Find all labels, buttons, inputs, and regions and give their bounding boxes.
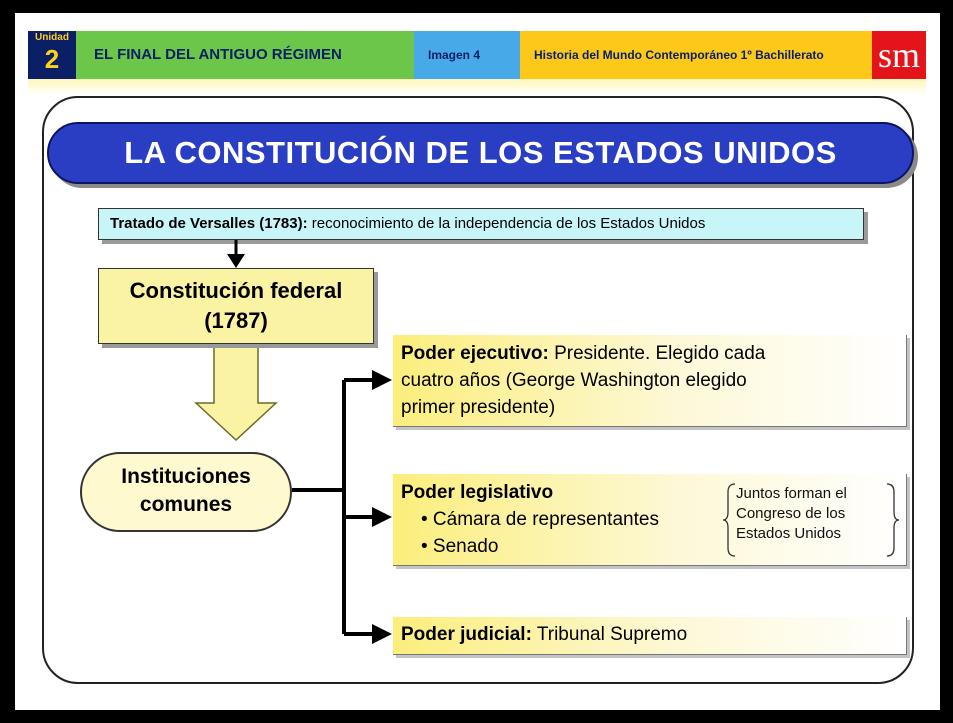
treaty-text: reconocimiento de la independencia de lo…: [307, 215, 706, 232]
constitution-box: Constitución federal (1787): [98, 268, 374, 344]
executive-line1: Presidente. Elegido cada: [548, 343, 766, 364]
institutions-line2: comunes: [139, 493, 233, 516]
treaty-label: Tratado de Versalles (1783):: [110, 215, 308, 232]
brace-icon: [722, 483, 900, 557]
executive-label: Poder ejecutivo:: [401, 343, 549, 364]
congress-note-line1: Juntos forman el: [736, 485, 847, 502]
judicial-power-box: Poder judicial: Tribunal Supremo: [393, 617, 907, 655]
image-label: Imagen 4: [414, 31, 520, 79]
legislative-arrow-head: [372, 507, 392, 527]
legislative-label: Poder legislativo: [401, 482, 554, 503]
constitution-line2: (1787): [204, 308, 268, 333]
executive-line3: primer presidente): [401, 397, 556, 418]
treaty-box: Tratado de Versalles (1783): reconocimie…: [98, 208, 864, 240]
course-label: Historia del Mundo Contemporáneo 1º Bach…: [520, 31, 872, 79]
legislative-item-senate: • Senado: [421, 536, 499, 557]
slide-header: Unidad 2 EL FINAL DEL ANTIGUO RÉGIMEN Im…: [28, 31, 926, 79]
unit-title: EL FINAL DEL ANTIGUO RÉGIMEN: [76, 31, 414, 79]
legislative-item-house: • Cámara de representantes: [421, 509, 659, 530]
block-arrow: [194, 343, 278, 442]
judicial-arrow-head: [372, 624, 392, 644]
judicial-text: Tribunal Supremo: [531, 624, 688, 645]
institutions-box: Instituciones comunes: [80, 452, 292, 532]
header-fade-band: [28, 79, 926, 95]
executive-line2: cuatro años (George Washington elegido: [401, 370, 747, 391]
legislative-power-box: Poder legislativo • Cámara de representa…: [393, 474, 907, 566]
unit-number: 2: [44, 44, 60, 74]
sm-logo: sm: [872, 31, 926, 79]
congress-note-line2: Congreso de los: [736, 505, 846, 522]
executive-power-box: Poder ejecutivo: Presidente. Elegido cad…: [393, 335, 907, 427]
slide-title: LA CONSTITUCIÓN DE LOS ESTADOS UNIDOS: [47, 122, 914, 184]
congress-note-line3: Estados Unidos: [736, 525, 842, 542]
executive-arrow-head: [372, 370, 392, 390]
constitution-line1: Constitución federal: [129, 278, 343, 303]
congress-note: Juntos forman el Congreso de los Estados…: [722, 482, 902, 558]
judicial-label: Poder judicial:: [401, 624, 532, 645]
unit-badge: Unidad 2: [28, 31, 76, 79]
institutions-line1: Instituciones: [121, 465, 251, 488]
treaty-arrow-head: [227, 254, 245, 268]
unit-label: Unidad: [35, 32, 69, 43]
